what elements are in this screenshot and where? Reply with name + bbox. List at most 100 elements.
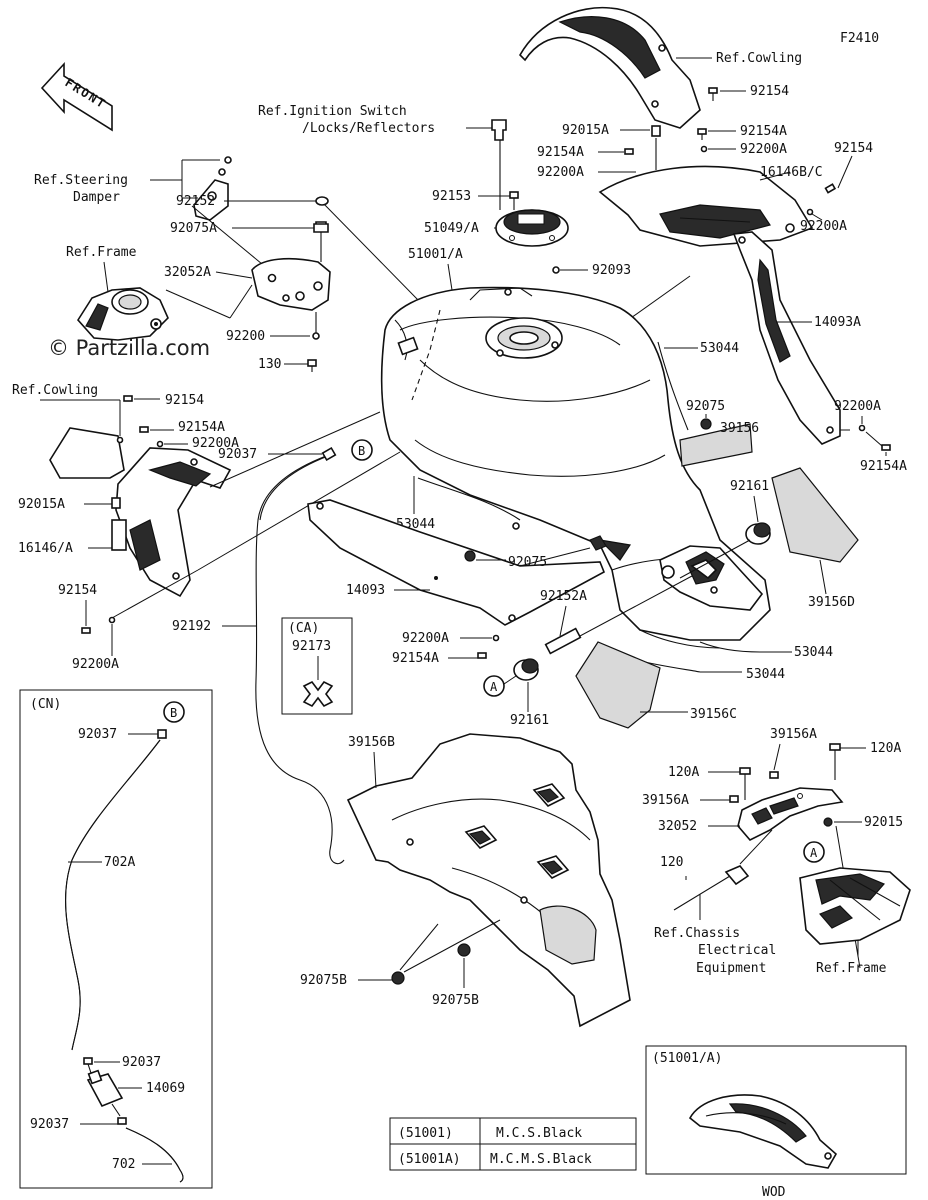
callout-92154A: 92154A (537, 145, 584, 160)
callout-92200: 92200 (226, 329, 265, 344)
color-table-color-1: M.C.S.Black (496, 1126, 582, 1141)
clip-92015 (823, 817, 833, 827)
frame-section-right (799, 867, 911, 945)
callout-92200A: 92200A (537, 165, 584, 180)
callout-92154: 92154 (750, 84, 789, 99)
pad-39156D (771, 467, 859, 563)
callout-92200A: 92200A (740, 142, 787, 157)
callout-32052A: 32052A (164, 265, 211, 280)
bolt-120 (673, 875, 731, 911)
ignition-bolt (491, 119, 507, 141)
front-arrow-icon: FRONT (40, 61, 113, 132)
bolt-92154-top (708, 87, 718, 101)
marker-b (351, 439, 373, 461)
callout-92015: 92015 (864, 815, 903, 830)
watermark: © Partzilla.com (48, 336, 210, 360)
pad-39156C (575, 641, 661, 729)
grommet-92075B-2 (457, 943, 471, 957)
bracket-32052A (251, 257, 331, 311)
grommet-92075B-1 (391, 971, 405, 985)
grommet-92075-top (700, 418, 712, 430)
cn-callout-14069: 14069 (146, 1081, 185, 1096)
callout-92200A: 92200A (834, 399, 881, 414)
variant-box-title: (51001/A) (652, 1051, 722, 1066)
callout-92154: 92154 (834, 141, 873, 156)
frame-section-left (77, 287, 169, 341)
callout-16146A: 16146/A (18, 541, 73, 556)
callout-39156C: 39156C (690, 707, 737, 722)
ref-frame-right: Ref.Frame (816, 961, 887, 976)
fuel-pump-bracket (659, 545, 764, 611)
seal-53044-mid (417, 477, 521, 521)
steering-damper-bracket (193, 156, 232, 221)
callout-92153: 92153 (432, 189, 471, 204)
marker-a-label: A (490, 680, 498, 694)
callout-130: 130 (258, 357, 281, 372)
callout-39156A: 39156A (642, 793, 689, 808)
ref-cowling-top: Ref.Cowling (716, 51, 802, 66)
upper-cowling-panel (519, 6, 701, 129)
callout-92154A: 92154A (392, 651, 439, 666)
clip-92173 (302, 680, 334, 708)
cn-variant-box (19, 689, 213, 1189)
fuel-cap-51049A (495, 209, 569, 247)
cn-callout-92037: 92037 (30, 1117, 69, 1132)
pad-39156 (679, 423, 753, 467)
callout-92075: 92075 (508, 555, 547, 570)
callout-92015A: 92015A (18, 497, 65, 512)
callout-92161: 92161 (730, 479, 769, 494)
ref-ignition-switch: Ref.Ignition Switch (258, 104, 407, 119)
left-cowling-panel (49, 427, 232, 598)
callout-120A: 120A (870, 741, 901, 756)
callout-92075: 92075 (686, 399, 725, 414)
color-table-code-1: (51001) (398, 1126, 453, 1141)
ref-steering-damper-2: Damper (73, 190, 120, 205)
callout-39156B: 39156B (348, 735, 395, 750)
callout-92075B: 92075B (300, 973, 347, 988)
ref-frame-left: Ref.Frame (66, 245, 137, 260)
cn-callout-702: 702 (112, 1157, 135, 1172)
callout-92075A: 92075A (170, 221, 217, 236)
marker-a (483, 675, 505, 697)
callout-92200A: 92200A (72, 657, 119, 672)
callout-51001A: 51001/A (408, 247, 463, 262)
figure-code: F2410 (840, 31, 879, 46)
variant-box-caption: WOD (762, 1185, 786, 1200)
ref-chassis-electrical: Ref.Chassis (654, 926, 740, 941)
callout-92154: 92154 (58, 583, 97, 598)
ca-box-part: 92173 (292, 639, 331, 654)
callout-51049A: 51049/A (424, 221, 479, 236)
callout-92154A: 92154A (178, 420, 225, 435)
heat-shield-39156B (346, 733, 631, 1028)
tank-cover-variant (688, 1094, 838, 1169)
callout-53044: 53044 (746, 667, 785, 682)
callout-92015A: 92015A (562, 123, 609, 138)
callout-53044: 53044 (794, 645, 833, 660)
damper-92161-top (745, 522, 771, 545)
panel-16146A (111, 519, 127, 551)
callout-53044: 53044 (700, 341, 739, 356)
drain-hose-92192 (255, 455, 345, 865)
damper-92161-bottom (513, 658, 539, 681)
color-table-color-2: M.C.M.S.Black (490, 1152, 592, 1167)
callout-92200A: 92200A (192, 436, 239, 451)
callout-92093: 92093 (592, 263, 631, 278)
cn-callout-702A: 702A (104, 855, 135, 870)
bracket-14093A (732, 231, 841, 445)
callout-39156D: 39156D (808, 595, 855, 610)
cn-box-title: (CN) (30, 697, 61, 712)
callout-120A: 120A (668, 765, 699, 780)
callout-39156A: 39156A (770, 727, 817, 742)
washer-92152 (315, 196, 329, 206)
callout-14093: 14093 (346, 583, 385, 598)
marker-a-right (803, 841, 825, 863)
callout-14093A: 14093A (814, 315, 861, 330)
callout-120: 120 (660, 855, 683, 870)
grommet-92075-mid (464, 550, 476, 562)
callout-92200A: 92200A (800, 219, 847, 234)
callout-92154: 92154 (165, 393, 204, 408)
fuel-tank-51001A (380, 286, 771, 649)
ca-variant-box (281, 617, 353, 715)
ref-cowling-left: Ref.Cowling (12, 383, 98, 398)
ref-chassis-electrical-3: Equipment (696, 961, 766, 976)
